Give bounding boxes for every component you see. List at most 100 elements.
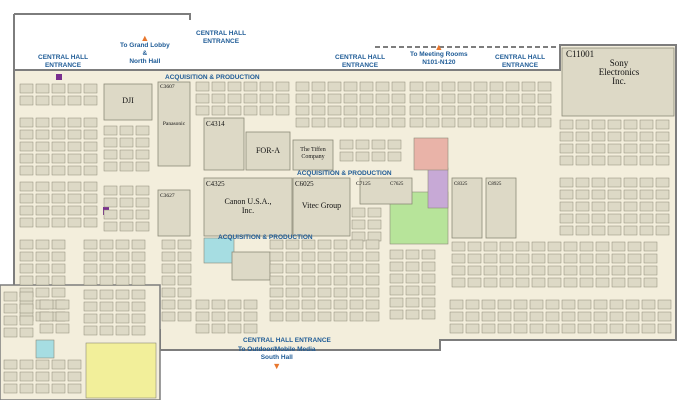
- booth-small[interactable]: [3, 315, 18, 326]
- booth-small[interactable]: [195, 93, 210, 104]
- booth-small[interactable]: [405, 285, 420, 296]
- booth-small[interactable]: [577, 299, 592, 310]
- booth-small[interactable]: [349, 275, 364, 286]
- booth-small[interactable]: [67, 181, 82, 192]
- booth-small[interactable]: [639, 177, 654, 188]
- booth-small[interactable]: [499, 253, 514, 264]
- booth-small[interactable]: [365, 287, 380, 298]
- booth-small[interactable]: [161, 287, 176, 298]
- booth-small[interactable]: [115, 301, 130, 312]
- booth-small[interactable]: [317, 263, 332, 274]
- booth-small[interactable]: [657, 299, 672, 310]
- booth-small[interactable]: [349, 239, 364, 250]
- booth-small[interactable]: [135, 185, 150, 196]
- booth-small[interactable]: [35, 181, 50, 192]
- booth-small[interactable]: [83, 129, 98, 140]
- booth-small[interactable]: [343, 117, 358, 128]
- booth-small[interactable]: [639, 119, 654, 130]
- booth-small[interactable]: [351, 207, 366, 218]
- booth-small[interactable]: [547, 253, 562, 264]
- booth-small[interactable]: [19, 129, 34, 140]
- booth-small[interactable]: [35, 193, 50, 204]
- booth-small[interactable]: [103, 197, 118, 208]
- booth-small[interactable]: [655, 119, 670, 130]
- booth-small[interactable]: [327, 81, 342, 92]
- booth-small[interactable]: [371, 151, 386, 162]
- booth-small[interactable]: [349, 299, 364, 310]
- booth-small[interactable]: [317, 287, 332, 298]
- booth-small[interactable]: [405, 249, 420, 260]
- booth-small[interactable]: [489, 93, 504, 104]
- booth-small[interactable]: [623, 201, 638, 212]
- booth-small[interactable]: [355, 139, 370, 150]
- central-hall-entrance-top-left[interactable]: CENTRAL HALL ENTRANCE: [38, 54, 89, 69]
- booth-small[interactable]: [115, 239, 130, 250]
- booth-small[interactable]: [575, 189, 590, 200]
- booth-small[interactable]: [497, 299, 512, 310]
- booth-small[interactable]: [441, 81, 456, 92]
- booth-small[interactable]: [19, 181, 34, 192]
- central-hall-entrance-top-right-1[interactable]: CENTRAL HALL ENTRANCE: [335, 54, 386, 69]
- booth-small[interactable]: [51, 141, 66, 152]
- booth-small[interactable]: [243, 81, 258, 92]
- booth-small[interactable]: [441, 117, 456, 128]
- booth-small[interactable]: [39, 311, 54, 322]
- booth-small[interactable]: [211, 311, 226, 322]
- booth-small[interactable]: [51, 251, 66, 262]
- booth-small[interactable]: [611, 253, 626, 264]
- booth-small[interactable]: [409, 93, 424, 104]
- booth-small[interactable]: [317, 311, 332, 322]
- booth-small[interactable]: [611, 265, 626, 276]
- booth-small[interactable]: [641, 323, 656, 334]
- booth-small[interactable]: [607, 155, 622, 166]
- booth-small[interactable]: [579, 253, 594, 264]
- booth-small[interactable]: [301, 251, 316, 262]
- booth-small[interactable]: [19, 303, 34, 314]
- booth-small[interactable]: [531, 277, 546, 288]
- booth-small[interactable]: [3, 327, 18, 338]
- booth-small[interactable]: [161, 263, 176, 274]
- central-hall-entrance-top-mid[interactable]: CENTRAL HALL ENTRANCE: [196, 30, 247, 45]
- booth-small[interactable]: [561, 323, 576, 334]
- booth-small[interactable]: [489, 117, 504, 128]
- booth-small[interactable]: [457, 81, 472, 92]
- booth-small[interactable]: [513, 323, 528, 334]
- booth-small[interactable]: [473, 117, 488, 128]
- booth-small[interactable]: [227, 311, 242, 322]
- booth-small[interactable]: [467, 277, 482, 288]
- booth-small[interactable]: [259, 93, 274, 104]
- booth-small[interactable]: [451, 277, 466, 288]
- booth-small[interactable]: [195, 105, 210, 116]
- booth-tiffen[interactable]: [292, 139, 334, 171]
- booth-c3627[interactable]: [157, 189, 191, 237]
- booth-small[interactable]: [593, 299, 608, 310]
- booth-small[interactable]: [285, 275, 300, 286]
- booth-small[interactable]: [465, 311, 480, 322]
- booth-small[interactable]: [545, 323, 560, 334]
- booth-small[interactable]: [35, 83, 50, 94]
- booth-small[interactable]: [317, 275, 332, 286]
- booth-small[interactable]: [83, 95, 98, 106]
- booth-small[interactable]: [83, 141, 98, 152]
- booth-small[interactable]: [375, 93, 390, 104]
- booth-small[interactable]: [531, 253, 546, 264]
- nav-meeting-rooms[interactable]: ▲ To Meeting Rooms N101-N120: [410, 43, 468, 67]
- booth-small[interactable]: [35, 153, 50, 164]
- booth-small[interactable]: [131, 251, 146, 262]
- booth-small[interactable]: [349, 287, 364, 298]
- booth-small[interactable]: [441, 93, 456, 104]
- booth-small[interactable]: [35, 129, 50, 140]
- booth-small[interactable]: [467, 265, 482, 276]
- booth-small[interactable]: [575, 213, 590, 224]
- booth-small[interactable]: [177, 251, 192, 262]
- booth-small[interactable]: [67, 153, 82, 164]
- booth-small[interactable]: [473, 93, 488, 104]
- booth-small[interactable]: [55, 323, 70, 334]
- booth-small[interactable]: [35, 165, 50, 176]
- booth-small[interactable]: [83, 275, 98, 286]
- booth-small[interactable]: [99, 289, 114, 300]
- booth-small[interactable]: [409, 117, 424, 128]
- booth-small[interactable]: [51, 83, 66, 94]
- booth-small[interactable]: [529, 311, 544, 322]
- booth-small[interactable]: [19, 239, 34, 250]
